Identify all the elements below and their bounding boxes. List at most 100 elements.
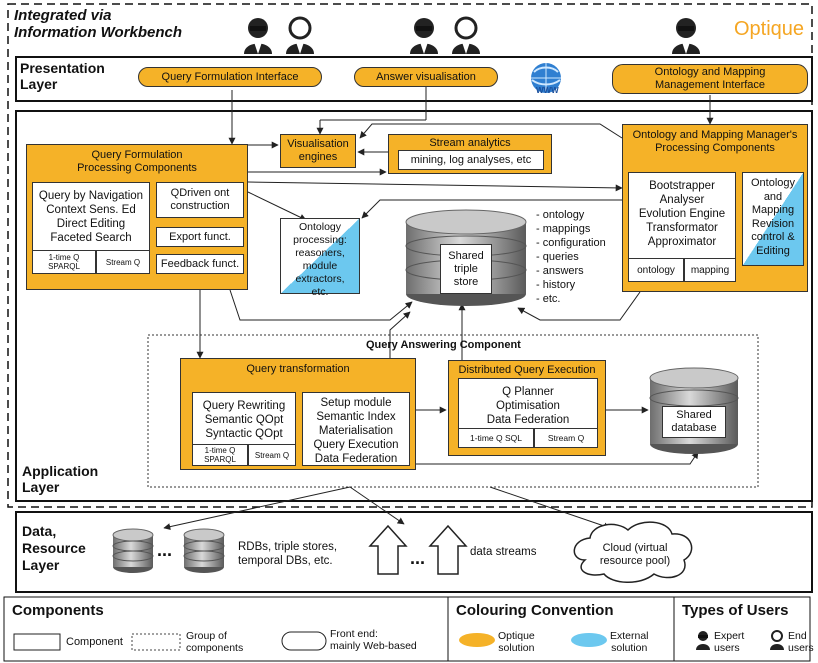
expert-user-icon-2 <box>410 18 438 54</box>
legend-frontend-line1: Front end: <box>330 628 378 640</box>
dqe-title: Distributed Query Execution <box>458 364 596 376</box>
cloud-line2: resource pool) <box>599 555 671 567</box>
ontology-mapping-interface[interactable]: Ontology and Mapping Management Interfac… <box>612 64 808 94</box>
dqe-list-item: Q Planner <box>502 386 554 398</box>
shared-database-label: Shared database <box>662 406 726 438</box>
arrow-qfp-to-store <box>229 289 413 321</box>
application-layer-title: Application Layer <box>22 463 98 495</box>
qfp-title-2: Processing Components <box>77 162 197 174</box>
store-content-item: - answers <box>536 265 584 277</box>
stream-arrow-icon-1 <box>368 524 408 575</box>
legend-frontend-line2: mainly Web-based <box>330 640 417 652</box>
qdriven-ont-construction: QDriven ont construction <box>156 182 244 218</box>
expert-user-icon-3 <box>672 18 700 54</box>
setup-list-item: Data Federation <box>314 453 398 465</box>
qt-stream-q: Stream Q <box>248 444 296 466</box>
db-line: database <box>671 422 717 434</box>
app-layer-title-2: Layer <box>22 479 60 495</box>
app-layer-title-1: Application <box>22 463 99 479</box>
ontproc-line: etc. <box>311 286 329 298</box>
cloud-label: Cloud (virtual resource pool) <box>590 538 680 572</box>
expert-user-icon-1 <box>244 18 272 54</box>
rdbs-line1: RDBs, triple stores, <box>238 541 338 553</box>
store-line: store <box>453 275 479 288</box>
legend-frontend-label: Front end: mainly Web-based <box>330 628 417 652</box>
setup-module-box: Setup module Semantic Index Materialisat… <box>302 392 410 466</box>
answer-visualisation[interactable]: Answer visualisation <box>354 67 498 87</box>
store-content-item: - queries <box>536 251 579 263</box>
ontproc-line: reasoners, <box>295 247 345 259</box>
ontproc-line: Ontology <box>298 221 342 233</box>
legend-expert-label: Expert users <box>714 630 744 654</box>
omm-list-item: Approximator <box>647 236 717 248</box>
omm-list-item: Transformator <box>646 222 718 234</box>
data-layer-title-1: Data, <box>22 523 57 539</box>
data-layer-box <box>15 511 813 593</box>
revision-line: Mapping <box>751 204 795 216</box>
arrow-ommp-to-store <box>517 291 641 321</box>
arrow-qfp-to-ontproc <box>247 191 307 221</box>
cloud-icon <box>573 521 693 583</box>
rdbs-label: RDBs, triple stores, temporal DBs, etc. <box>238 540 337 568</box>
legend-external-line1: External <box>610 630 649 642</box>
qt-1time-line2: SPARQL <box>204 455 236 464</box>
legend-frame <box>3 596 811 662</box>
data-streams-label: data streams <box>470 546 537 558</box>
arrow-ommp-to-vis <box>359 123 623 139</box>
revision-line: Editing <box>756 244 790 257</box>
legend-end-line1: End <box>788 630 807 642</box>
end-user-icon-1 <box>286 16 314 54</box>
store-content-item: - history <box>536 279 576 291</box>
legend-expert-line1: Expert <box>714 630 745 642</box>
feedback-funct: Feedback funct. <box>156 254 244 274</box>
revision-line: control & <box>751 231 795 243</box>
legend-optique-swatch <box>459 633 495 647</box>
arrow-to-rdb <box>163 486 351 531</box>
legend-users-title: Types of Users <box>682 602 789 619</box>
qt-list-item: Semantic QOpt <box>204 414 284 426</box>
qt-list-item: Query Rewriting <box>202 400 286 412</box>
setup-list-item: Setup module <box>320 397 392 409</box>
setup-list-item: Semantic Index <box>316 411 396 423</box>
revision-line: Revision <box>751 217 795 230</box>
ommp-title-1: Ontology and Mapping Manager's <box>632 129 798 141</box>
workbench-title-line1: Integrated via <box>14 7 112 24</box>
export-funct: Export funct. <box>156 227 244 247</box>
workbench-title-line2: Information Workbench <box>14 24 183 41</box>
qf-list-item: Query by Navigation <box>38 190 144 202</box>
stream-ellipsis: ... <box>410 548 426 568</box>
qt-1time-line1: 1-time Q <box>204 446 236 455</box>
legend-components-title: Components <box>12 602 104 619</box>
presentation-layer-box <box>15 56 813 102</box>
brand-logo: Optique <box>734 18 805 40</box>
dqe-list-item: Optimisation <box>496 400 560 412</box>
rdb-icon-2 <box>183 528 225 573</box>
store-contents-list: - ontology - mappings - configuration - … <box>536 208 606 306</box>
legend-group-swatch <box>131 633 181 651</box>
db-line: Shared <box>676 409 712 421</box>
store-line: Shared <box>448 249 484 262</box>
dqe-list-item: Data Federation <box>486 414 570 426</box>
omm-list-item: Evolution Engine <box>638 208 726 220</box>
query-formulation-interface[interactable]: Query Formulation Interface <box>138 67 322 87</box>
arrow-qfp-to-ommp <box>247 181 623 192</box>
dqe-1time-sql: 1-time Q SQL <box>458 428 534 448</box>
legend-colouring-title: Colouring Convention <box>456 602 614 619</box>
legend-group-line2: components <box>186 642 244 654</box>
ontology-processing: Ontology processing: reasoners, module e… <box>280 218 360 298</box>
legend-end-line2: users <box>788 642 814 654</box>
vis-line2: engines <box>298 151 338 163</box>
store-content-item: - etc. <box>536 293 561 305</box>
stream-analytics-title: Stream analytics <box>429 137 511 149</box>
legend-frontend-swatch <box>281 631 327 651</box>
workbench-title: Integrated via Information Workbench <box>14 7 182 41</box>
qdriven-line2: construction <box>170 200 230 212</box>
qf-1time-line2: SPARQL <box>48 262 80 271</box>
qdriven-line1: QDriven ont <box>170 187 230 199</box>
arrow-ommp-to-ontproc <box>361 199 622 219</box>
ommi-line2: Management Interface <box>654 79 766 91</box>
legend-external-swatch <box>571 633 607 647</box>
data-layer-title: Data, Resource Layer <box>22 523 86 574</box>
arrow-qt-to-store-2 <box>389 311 411 360</box>
